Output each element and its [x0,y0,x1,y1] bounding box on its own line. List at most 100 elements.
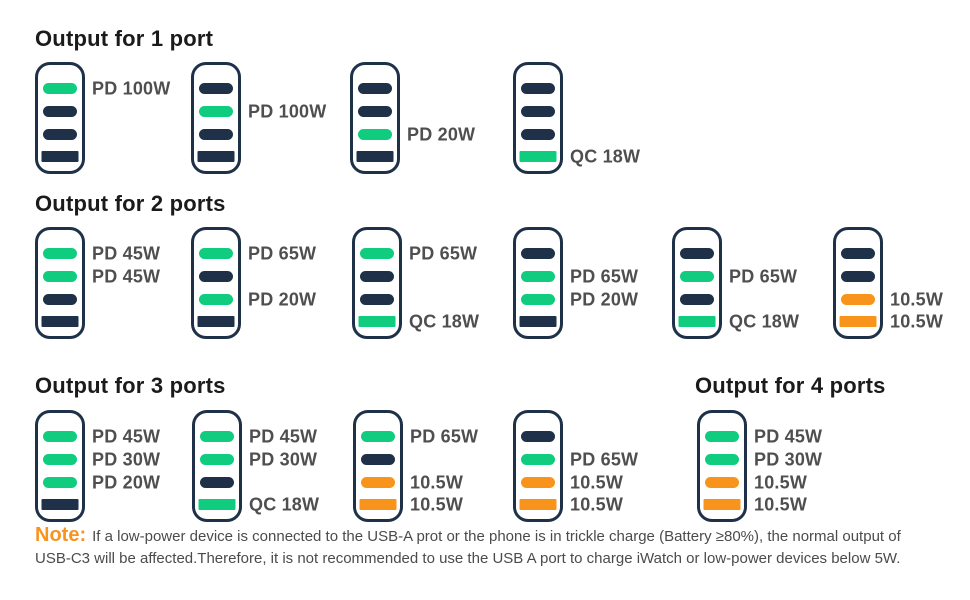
usb-a-port [519,499,557,510]
note-prefix: Note: [35,524,87,546]
port-output-label: PD 65W [409,243,478,263]
port-output-label: 10.5W [754,472,808,492]
usb-c-port-1 [358,83,392,94]
port-output-label: PD 45W [754,426,823,446]
port-output-label: 10.5W [890,311,944,331]
usb-c-port-2 [358,106,392,117]
usb-a-port [41,151,79,162]
charger [353,410,403,522]
usb-a-port [678,316,716,327]
usb-c-port-1 [43,248,77,259]
usb-c-port-1 [521,431,555,442]
usb-a-port [359,499,397,510]
usb-c-port-3 [43,477,77,488]
usb-c-port-3 [199,294,233,305]
usb-c-port-3 [200,477,234,488]
usb-c-port-2 [199,106,233,117]
charger [513,410,563,522]
usb-a-port [41,499,79,510]
port-output-label: PD 30W [249,449,318,469]
usb-c-port-1 [521,248,555,259]
port-output-label: PD 65W [729,266,798,286]
port-output-label: PD 100W [92,78,171,98]
usb-a-port [703,499,741,510]
port-output-label: PD 45W [92,426,161,446]
port-output-label: QC 18W [409,311,480,331]
charger [513,62,563,174]
port-output-label: 10.5W [890,289,944,309]
usb-c-port-3 [521,477,555,488]
usb-c-port-1 [200,431,234,442]
usb-c-port-1 [705,431,739,442]
usb-c-port-3 [361,477,395,488]
port-output-label: PD 65W [410,426,479,446]
usb-c-port-2 [43,271,77,282]
usb-a-port [197,316,235,327]
usb-c-port-3 [680,294,714,305]
port-output-label: QC 18W [249,494,320,514]
usb-c-port-2 [521,454,555,465]
port-output-label: PD 100W [248,101,327,121]
note: Note:If a low-power device is connected … [35,524,915,570]
usb-a-port [519,151,557,162]
usb-c-port-2 [43,106,77,117]
port-output-label: PD 20W [570,289,639,309]
usb-c-port-3 [521,294,555,305]
usb-c-port-2 [200,454,234,465]
port-output-label: PD 45W [249,426,318,446]
charger [833,227,883,339]
usb-a-port [198,499,236,510]
usb-c-port-2 [521,271,555,282]
usb-c-port-1 [199,248,233,259]
usb-c-port-3 [199,129,233,140]
usb-c-port-3 [841,294,875,305]
usb-c-port-1 [361,431,395,442]
usb-c-port-1 [680,248,714,259]
usb-c-port-2 [199,271,233,282]
usb-a-port [358,316,396,327]
section-title: Output for 3 ports [35,373,226,398]
port-output-label: PD 20W [92,472,161,492]
usb-c-port-2 [680,271,714,282]
usb-c-port-3 [521,129,555,140]
charger [35,62,85,174]
port-output-label: PD 30W [92,449,161,469]
usb-c-port-1 [43,431,77,442]
usb-c-port-2 [360,271,394,282]
usb-c-port-2 [705,454,739,465]
port-output-label: PD 20W [248,289,317,309]
section-title: Output for 2 ports [35,191,226,216]
charger [35,227,85,339]
port-output-label: PD 45W [92,266,161,286]
port-output-label: QC 18W [570,146,641,166]
port-output-label: PD 65W [570,266,639,286]
usb-c-port-2 [43,454,77,465]
note-text: If a low-power device is connected to th… [35,528,901,567]
section-title: Output for 1 port [35,26,214,51]
section-title: Output for 4 ports [695,373,886,398]
usb-c-port-3 [705,477,739,488]
charger [672,227,722,339]
usb-c-port-2 [841,271,875,282]
port-output-label: 10.5W [410,472,464,492]
charger [191,227,241,339]
usb-c-port-1 [360,248,394,259]
usb-c-port-2 [521,106,555,117]
charger [513,227,563,339]
usb-c-port-1 [43,83,77,94]
usb-c-port-2 [361,454,395,465]
charger [352,227,402,339]
port-output-label: QC 18W [729,311,800,331]
port-output-label: PD 20W [407,124,476,144]
usb-a-port [356,151,394,162]
usb-c-port-1 [521,83,555,94]
charger [35,410,85,522]
charger [697,410,747,522]
charger [192,410,242,522]
usb-a-port [41,316,79,327]
port-output-label: 10.5W [754,494,808,514]
usb-c-port-3 [360,294,394,305]
port-output-label: 10.5W [570,494,624,514]
usb-c-port-1 [841,248,875,259]
